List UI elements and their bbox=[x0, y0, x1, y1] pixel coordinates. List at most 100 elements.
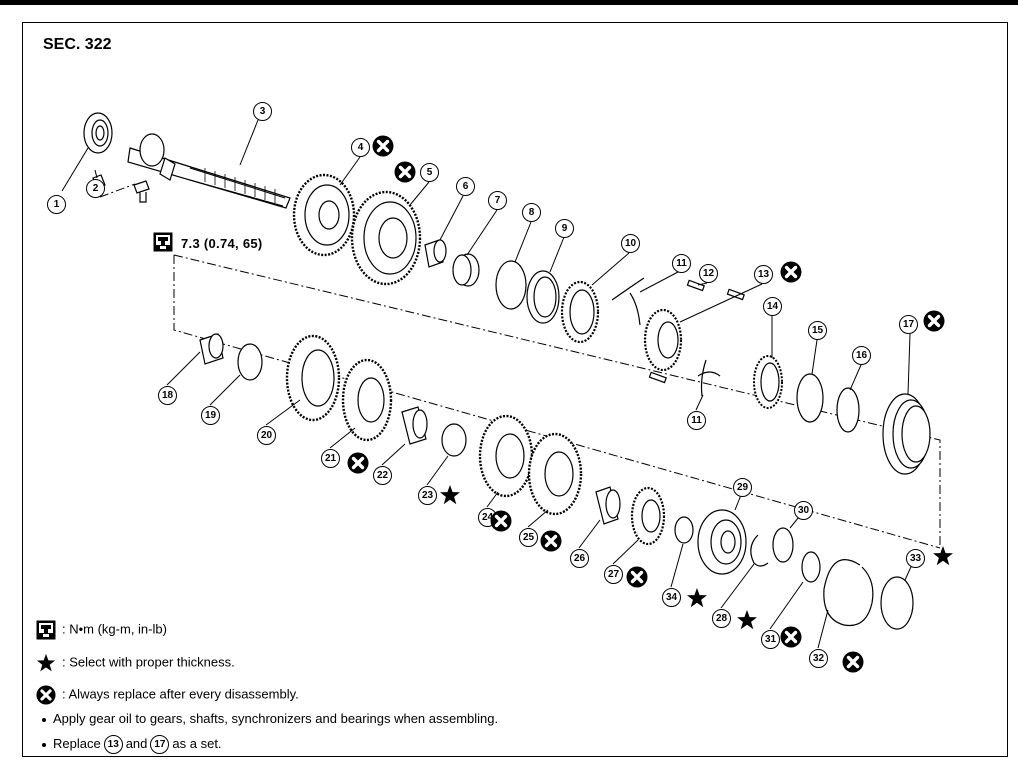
diagram-frame bbox=[22, 22, 1008, 757]
callout-32: 32 bbox=[809, 649, 828, 668]
part-11-spring bbox=[611, 277, 645, 326]
callout-7: 7 bbox=[488, 191, 507, 210]
note-replace-prefix: Replace bbox=[53, 735, 101, 751]
callout-29: 29 bbox=[733, 478, 752, 497]
callout-1: 1 bbox=[47, 195, 66, 214]
part-27-bearing bbox=[697, 509, 747, 575]
callout-21: 21 bbox=[321, 449, 340, 468]
callout-18: 18 bbox=[158, 386, 177, 405]
part-11b-spring bbox=[697, 359, 721, 397]
part-17-sleeve bbox=[882, 393, 931, 475]
callout-8: 8 bbox=[522, 203, 541, 222]
torque-value: 7.3 (0.74, 65) bbox=[181, 236, 263, 251]
part-7-needle bbox=[452, 253, 480, 287]
x-circle-icon bbox=[842, 651, 864, 673]
callout-23: 23 bbox=[418, 486, 437, 505]
callout-4: 4 bbox=[351, 138, 370, 157]
callout-13-inline: 13 bbox=[103, 735, 123, 754]
part-34-washer bbox=[674, 516, 694, 544]
torque-wrench-icon bbox=[36, 620, 56, 640]
callout-3: 3 bbox=[253, 102, 272, 121]
legend-replace-text: : Always replace after every disassembly… bbox=[62, 686, 299, 702]
section-label: SEC. 322 bbox=[43, 36, 112, 53]
part-32-washer bbox=[880, 576, 914, 630]
callout-34: 34 bbox=[662, 588, 681, 607]
legend-replace: : Always replace after every disassembly… bbox=[36, 685, 299, 705]
part-31-snapring bbox=[823, 559, 874, 627]
callout-30: 30 bbox=[794, 501, 813, 520]
part-28-snapring bbox=[750, 534, 769, 567]
part-4-gear bbox=[292, 173, 356, 257]
part-6-bushing bbox=[424, 239, 447, 268]
x-circle-icon bbox=[626, 566, 648, 588]
x-circle-icon bbox=[490, 510, 512, 532]
torque-spec: 7.3 (0.74, 65) bbox=[153, 232, 263, 252]
star-icon bbox=[686, 587, 708, 609]
x-circle-icon bbox=[780, 261, 802, 283]
callout-15: 15 bbox=[808, 321, 827, 340]
callout-31: 31 bbox=[761, 630, 780, 649]
top-bar bbox=[0, 0, 1018, 5]
callout-33: 33 bbox=[906, 549, 925, 568]
part-8-ring bbox=[495, 260, 527, 310]
callout-9: 9 bbox=[555, 219, 574, 238]
part-22-bushing bbox=[401, 406, 428, 445]
legend-torque-text: : N•m (kg-m, in-lb) bbox=[62, 621, 167, 637]
callout-27: 27 bbox=[604, 565, 623, 584]
star-icon bbox=[439, 484, 461, 506]
part-3-shaft bbox=[127, 133, 291, 209]
legend-torque: : N•m (kg-m, in-lb) bbox=[36, 620, 167, 640]
callout-10: 10 bbox=[621, 234, 640, 253]
note-gear-oil: Apply gear oil to gears, shafts, synchro… bbox=[36, 711, 498, 726]
legend-select-text: : Select with proper thickness. bbox=[62, 654, 235, 670]
star-icon bbox=[736, 609, 758, 631]
x-circle-icon bbox=[347, 452, 369, 474]
star-icon bbox=[36, 653, 56, 673]
callout-11: 11 bbox=[687, 411, 706, 430]
callout-13: 13 bbox=[754, 265, 773, 284]
callout-12: 12 bbox=[699, 264, 718, 283]
part-21-gear bbox=[341, 358, 393, 442]
x-circle-icon bbox=[394, 161, 416, 183]
part-16-ring bbox=[836, 387, 860, 433]
note-replace-suffix: as a set. bbox=[172, 735, 222, 751]
part-12-keys bbox=[648, 279, 745, 384]
legend-select: : Select with proper thickness. bbox=[36, 653, 235, 673]
callout-6: 6 bbox=[456, 177, 475, 196]
callout-25: 25 bbox=[519, 528, 538, 547]
part-24-gear bbox=[478, 414, 534, 498]
callout-17-inline: 17 bbox=[150, 735, 170, 754]
part-26-gear bbox=[630, 486, 666, 546]
callout-17: 17 bbox=[899, 315, 918, 334]
callout-22: 22 bbox=[373, 466, 392, 485]
part-29-washer bbox=[772, 527, 794, 563]
part-30-washer bbox=[801, 551, 821, 583]
part-23-washer bbox=[441, 423, 467, 457]
callout-19: 19 bbox=[201, 406, 220, 425]
part-19-needle bbox=[237, 343, 263, 381]
callout-20: 20 bbox=[257, 426, 276, 445]
note-replace-mid: and bbox=[125, 735, 148, 751]
callout-14: 14 bbox=[763, 297, 782, 316]
part-5-gear bbox=[350, 190, 422, 286]
part-1-bearing bbox=[83, 112, 113, 154]
part-15-ring bbox=[796, 373, 824, 423]
bullet-icon bbox=[42, 717, 46, 722]
x-circle-icon bbox=[36, 685, 56, 705]
part-14-ring bbox=[753, 355, 783, 409]
callout-5: 5 bbox=[420, 163, 439, 182]
x-circle-icon bbox=[540, 530, 562, 552]
callout-16: 16 bbox=[852, 346, 871, 365]
part-13-hub bbox=[643, 308, 683, 372]
part-20-gear bbox=[285, 334, 341, 422]
part-18-bushing bbox=[199, 333, 224, 365]
part-33-bushing bbox=[595, 486, 621, 525]
callout-11: 11 bbox=[672, 254, 691, 273]
x-circle-icon bbox=[372, 135, 394, 157]
callout-28: 28 bbox=[712, 609, 731, 628]
star-icon bbox=[932, 545, 954, 567]
callout-2: 2 bbox=[86, 179, 105, 198]
note-gear-oil-text: Apply gear oil to gears, shafts, synchro… bbox=[53, 711, 499, 726]
